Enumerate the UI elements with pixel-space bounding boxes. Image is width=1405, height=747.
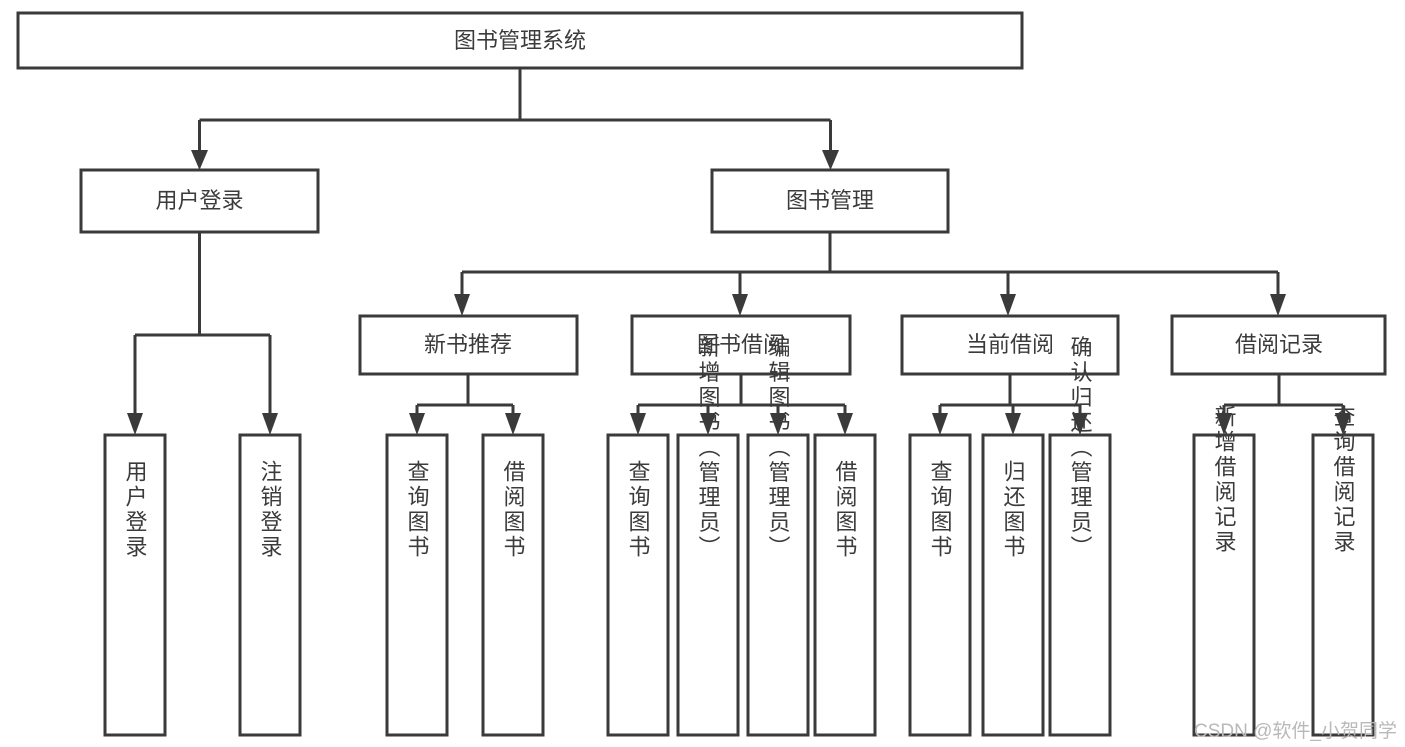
node-leaf-query-book-3[interactable]: 查询图书 [908,433,972,737]
node-new-book-recommend-box[interactable] [358,314,579,376]
node-leaf-edit-book-admin-box[interactable] [746,433,810,737]
arrow-head-leaf-edit-book-admin [770,413,786,435]
arrow-head-leaf-query-book-1 [409,413,425,435]
node-leaf-query-book-3-box[interactable] [908,433,972,737]
node-leaf-add-book-admin[interactable]: 新增图书（管理员） [676,336,740,737]
node-leaf-return-book[interactable]: 归还图书 [981,433,1045,737]
node-user-login[interactable]: 用户登录 [79,168,320,234]
node-leaf-borrow-book-2[interactable]: 借阅图书 [813,433,877,737]
node-leaf-borrow-book-1[interactable]: 借阅图书 [481,433,545,737]
arrow-head-book-management [822,150,839,170]
node-leaf-add-book-admin-box[interactable] [676,433,740,737]
node-leaf-add-borrow-record-box[interactable] [1192,433,1256,737]
node-borrow-records-box[interactable] [1170,314,1387,376]
node-leaf-query-borrow-record-label: 查询借阅记录 [1331,405,1356,555]
node-current-borrow[interactable]: 当前借阅 [900,314,1120,376]
arrow-head-leaf-borrow-book-2 [837,413,853,435]
node-leaf-add-borrow-record-label: 新增借阅记录 [1212,405,1237,555]
node-new-book-recommend-label: 新书推荐 [424,332,512,357]
node-leaf-query-book-1[interactable]: 查询图书 [385,433,449,737]
node-new-book-recommend[interactable]: 新书推荐 [358,314,579,376]
node-leaf-return-book-label: 归还图书 [1001,460,1026,560]
arrow-head-current-borrow [1000,294,1016,316]
arrow-head-new-book-recommend [454,294,470,316]
node-leaf-borrow-book-2-box[interactable] [813,433,877,737]
node-leaf-confirm-return-admin-label: 确认归还（管理员） [1068,336,1093,561]
node-book-management-box[interactable] [710,168,950,234]
connector-layer [127,68,1351,435]
node-book-borrow-label: 图书借阅 [697,332,785,357]
node-leaf-query-book-3-label: 查询图书 [928,460,953,560]
node-leaf-user-login[interactable]: 用户登录 [103,433,167,737]
arrow-head-leaf-confirm-return-admin [1072,413,1088,435]
node-book-borrow[interactable]: 图书借阅 [630,314,852,376]
arrow-head-borrow-records [1270,294,1286,316]
node-leaf-query-book-2-label: 查询图书 [626,460,651,560]
arrow-head-leaf-query-borrow-record [1335,413,1351,435]
node-leaf-query-book-2-box[interactable] [606,433,670,737]
node-leaf-query-borrow-record-box[interactable] [1311,433,1375,737]
node-leaf-confirm-return-admin[interactable]: 确认归还（管理员） [1048,336,1112,737]
node-leaf-borrow-book-2-label: 借阅图书 [833,460,858,560]
csdn-watermark: CSDN @软件_小贺同学 [1194,721,1397,742]
node-leaf-query-borrow-record[interactable]: 查询借阅记录 [1311,405,1375,737]
node-leaf-borrow-book-1-box[interactable] [481,433,545,737]
node-leaf-user-logout[interactable]: 注销登录 [238,433,302,737]
arrow-head-book-borrow [732,294,748,316]
node-leaf-edit-book-admin[interactable]: 编辑图书（管理员） [746,336,810,737]
node-leaf-user-logout-box[interactable] [238,433,302,737]
node-user-login-box[interactable] [79,168,320,234]
node-book-management-label: 图书管理 [786,188,874,213]
arrow-head-leaf-add-book-admin [700,413,716,435]
arrow-head-leaf-return-book [1005,413,1021,435]
node-leaf-query-book-1-box[interactable] [385,433,449,737]
node-root[interactable]: 图书管理系统 [16,11,1024,70]
node-user-login-label: 用户登录 [155,188,243,213]
arrow-head-leaf-query-book-2 [630,413,646,435]
node-root-label: 图书管理系统 [454,28,586,53]
node-leaf-user-login-label: 用户登录 [123,460,148,560]
node-root-box[interactable] [16,11,1024,70]
node-borrow-records-label: 借阅记录 [1235,332,1323,357]
node-leaf-user-logout-label: 注销登录 [258,460,283,560]
arrow-head-leaf-borrow-book-1 [505,413,521,435]
arrow-head-leaf-user-login [127,413,143,435]
arrow-head-user-login [191,150,208,170]
arrow-head-leaf-query-book-3 [932,413,948,435]
node-leaf-return-book-box[interactable] [981,433,1045,737]
node-leaf-confirm-return-admin-box[interactable] [1048,433,1112,737]
arrow-head-leaf-user-logout [262,413,278,435]
node-leaf-user-login-box[interactable] [103,433,167,737]
node-current-borrow-label: 当前借阅 [966,332,1054,357]
node-leaf-add-borrow-record[interactable]: 新增借阅记录 [1192,405,1256,737]
node-leaf-query-book-2[interactable]: 查询图书 [606,433,670,737]
node-leaf-edit-book-admin-label: 编辑图书（管理员） [766,336,791,561]
node-leaf-query-book-1-label: 查询图书 [405,460,430,560]
node-leaf-add-book-admin-label: 新增图书（管理员） [696,336,721,561]
arrow-head-leaf-add-borrow-record [1216,413,1232,435]
node-borrow-records[interactable]: 借阅记录 [1170,314,1387,376]
node-book-borrow-box[interactable] [630,314,852,376]
node-book-management[interactable]: 图书管理 [710,168,950,234]
node-current-borrow-box[interactable] [900,314,1120,376]
node-leaf-borrow-book-1-label: 借阅图书 [501,460,526,560]
